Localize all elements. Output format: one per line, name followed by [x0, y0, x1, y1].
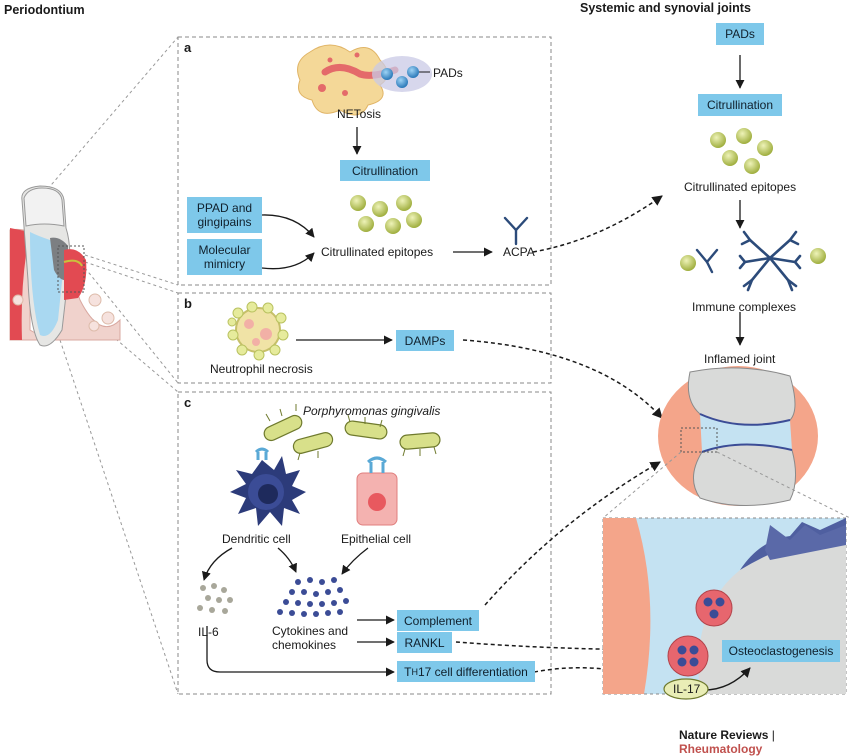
cytokine-dots — [277, 577, 349, 617]
footer-separator: | — [771, 728, 775, 742]
tooth-illustration — [9, 185, 121, 347]
epitopes-label-a: Citrullinated epitopes — [321, 245, 434, 259]
il17-label: IL-17 — [673, 682, 701, 696]
necrotic-neutrophil — [227, 301, 289, 361]
citrullination-box-joint: Citrullination — [698, 94, 782, 116]
damps-box: DAMPs — [396, 330, 454, 351]
ppad-box: PPAD and gingipains — [187, 197, 262, 233]
netosis-label: NETosis — [337, 107, 382, 121]
mimicry-box: Molecular mimicry — [187, 239, 262, 275]
bacteria-pili — [265, 404, 437, 461]
th17-rest: 17 cell differentiation — [417, 664, 528, 679]
inflamed-joint-graphic — [658, 366, 818, 506]
osteoclast-graphic — [667, 589, 733, 677]
pads-box-joint: PADs — [716, 23, 764, 45]
necrosis-label: Neutrophil necrosis — [210, 362, 313, 376]
dendritic-label: Dendritic cell — [222, 532, 291, 546]
dendritic-cell-graphic — [230, 447, 306, 526]
immune-complex-graphic — [680, 230, 826, 292]
panel-c-frame — [177, 391, 552, 695]
il17-badge — [663, 678, 709, 700]
pg-label: Porphyromonas gingivalis — [303, 404, 441, 418]
epithelial-cell-graphic — [356, 456, 398, 526]
netosis-cell — [297, 44, 432, 116]
periodontium-header: Periodontium — [4, 3, 85, 17]
rankl-box: RANKL — [397, 632, 452, 653]
panel-a-frame — [177, 36, 552, 286]
citrullination-box-a: Citrullination — [340, 160, 430, 181]
joints-header: Systemic and synovial joints — [580, 1, 751, 15]
panel-a-letter: a — [184, 40, 192, 55]
th17-t: T — [404, 664, 412, 679]
pads-label-a: PADs — [433, 66, 463, 80]
complement-box: Complement — [397, 610, 479, 631]
immune-label: Immune complexes — [692, 300, 797, 314]
bacteria — [263, 414, 441, 454]
osteo-box: Osteoclastogenesis — [722, 640, 840, 662]
footer-brand: Nature Reviews — [679, 728, 769, 742]
panel-b-letter: b — [184, 296, 192, 311]
epitopes-label-joint: Citrullinated epitopes — [684, 180, 797, 194]
tooth-connectors — [39, 36, 179, 695]
th17-h: H — [411, 666, 418, 677]
epithelial-label: Epithelial cell — [341, 532, 412, 546]
acpa-label: ACPA — [503, 245, 535, 259]
il6-dots — [197, 583, 233, 614]
inflamed-label: Inflamed joint — [704, 352, 776, 366]
il6-label: IL-6 — [198, 625, 219, 639]
epitope-cluster-joint — [710, 128, 773, 174]
cytokines-label: Cytokines and chemokines — [272, 624, 349, 652]
footer-journal: Rheumatology — [679, 742, 763, 756]
panel-c-letter: c — [184, 395, 192, 410]
footer-credit: Nature Reviews | Rheumatology — [679, 728, 850, 756]
epitope-cluster-a — [350, 195, 422, 234]
acpa-antibody — [503, 216, 529, 246]
